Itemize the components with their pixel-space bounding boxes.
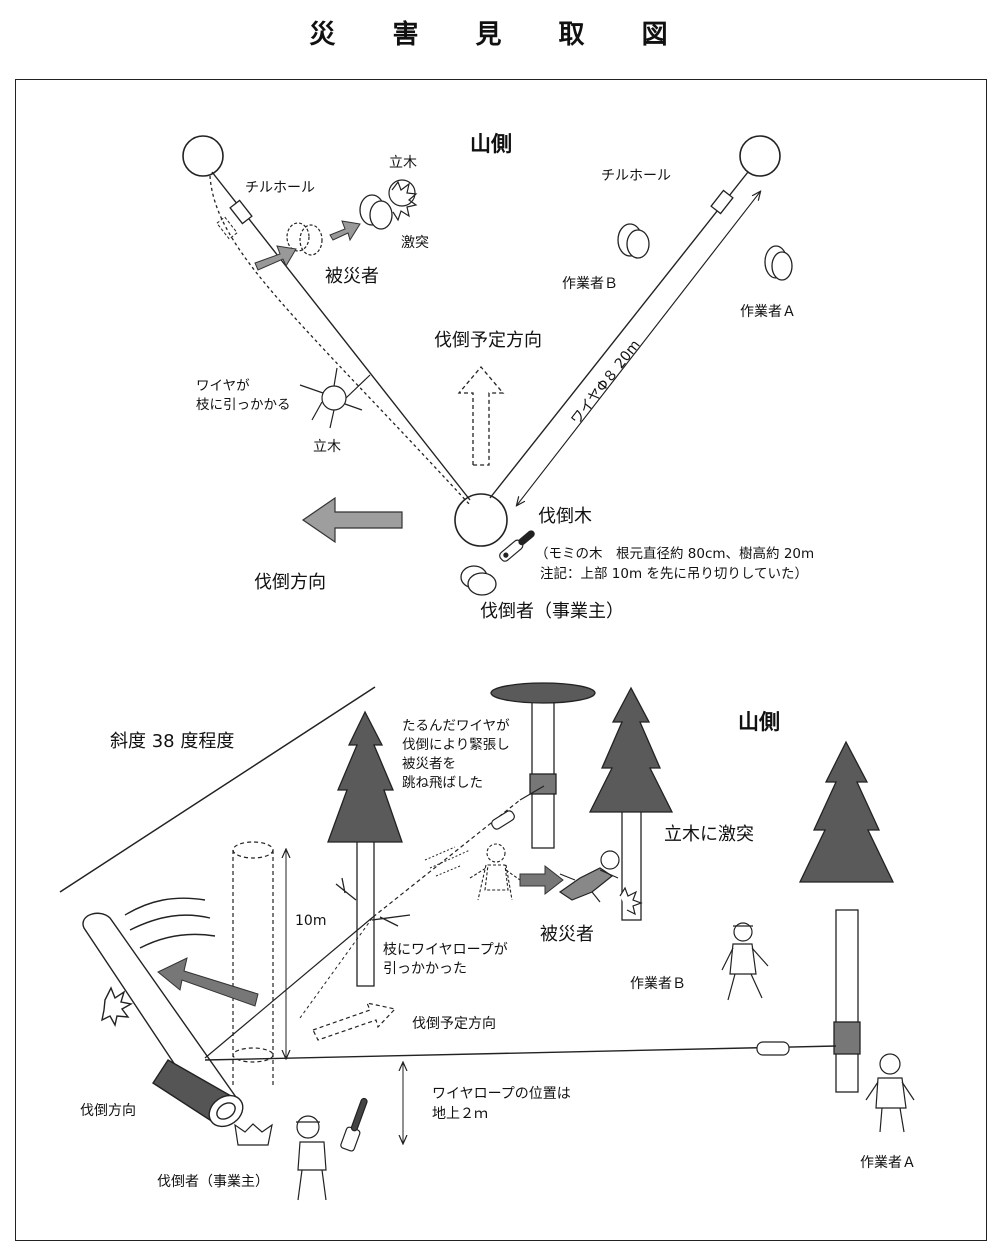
- hoist-ground-icon: [756, 1041, 790, 1056]
- hoist-upper-icon: [491, 810, 515, 830]
- slack-wire-line: [209, 175, 471, 506]
- victim-flying-icon: [558, 850, 643, 916]
- collision-burst-icon: [391, 180, 418, 222]
- chainsaw-top-icon: [499, 530, 535, 562]
- wire-right-line: [489, 171, 749, 499]
- wire-note-line-3: 被災者を: [402, 756, 456, 772]
- falling-direction-arrow-2-icon: [157, 957, 259, 1007]
- planned-direction-2-label: 伐倒予定方向: [412, 1016, 496, 1032]
- planned-direction-arrow-2-icon: [312, 1002, 397, 1041]
- victim-label: 被災者: [325, 266, 379, 287]
- planned-direction-label: 伐倒予定方向: [434, 330, 542, 351]
- conifer-tree-collision-icon: [588, 686, 674, 921]
- rope-note-line-1: ワイヤロープの位置は: [432, 1086, 571, 1102]
- wire-caught-label-1: ワイヤが: [196, 378, 250, 394]
- conifer-tree-middle-icon: [327, 710, 411, 987]
- page-title: 災 害 見 取 図: [309, 20, 692, 50]
- rope-note-line-2: 地上２ｍ: [432, 1106, 488, 1122]
- anchor-tree-left-icon: [182, 135, 224, 177]
- worker-a-2-icon: [865, 1053, 915, 1133]
- hoist-right-icon: [710, 189, 734, 215]
- branch-note-line-1: 枝にワイヤロープが: [383, 942, 508, 958]
- victim-2-label: 被災者: [540, 924, 594, 945]
- tree-note-line-2: 注記：上部 10m を先に吊り切りしていた）: [540, 566, 809, 582]
- push-arrow-2-icon: [329, 220, 361, 242]
- standing-tree-top-icon: [388, 179, 416, 207]
- hoist-left-icon: [229, 199, 253, 225]
- collision-label: 激突: [401, 235, 429, 251]
- worker-b-2-label: 作業者Ｂ: [630, 976, 686, 992]
- wire-note-line-1: たるんだワイヤが: [402, 718, 510, 734]
- wire-caught-label-2: 枝に引っかかる: [196, 397, 291, 413]
- tree-note-line-1: （モミの木 根元直径約 80cm、樹高約 20m: [535, 546, 815, 562]
- feller-2-icon: [296, 1097, 368, 1201]
- standing-tree-mid-icon: [299, 367, 371, 429]
- collision-2-label: 立木に激突: [664, 824, 754, 845]
- cut-top-section-icon: [232, 841, 274, 1085]
- victim-icon: [359, 194, 393, 230]
- standing-tree-mid-label: 立木: [313, 439, 341, 455]
- victim-ghost-2-icon: [469, 843, 521, 901]
- feller-2-label: 伐倒者（事業主）: [157, 1174, 269, 1190]
- felled-tree-icon: [454, 493, 508, 547]
- worker-b-2-icon: [721, 922, 769, 1001]
- worker-a-2-label: 作業者Ａ: [860, 1155, 916, 1171]
- victim-ghost-icon: [286, 222, 323, 256]
- felled-tree-label: 伐倒木: [538, 506, 592, 527]
- top-mountain-side-label: 山側: [470, 132, 512, 156]
- diagram-frame: [15, 79, 987, 1241]
- perspective-view: [59, 682, 915, 1201]
- planned-direction-arrow-icon: [457, 365, 505, 466]
- standing-tree-top-label: 立木: [389, 155, 417, 171]
- chainsaw-bottom-icon: [340, 1097, 368, 1152]
- wire-note-line-2: 伐倒により緊張し: [402, 737, 510, 753]
- chiru-hoist-left-label: チルホール: [245, 180, 315, 196]
- worker-a-label: 作業者Ａ: [740, 304, 796, 320]
- push-arrow-1-icon: [254, 245, 297, 271]
- wire-note-line-4: 跳ね飛ばした: [402, 775, 483, 791]
- wire-left-line: [211, 171, 471, 501]
- falling-direction-label: 伐倒方向: [254, 572, 326, 593]
- wire-rope-line: [204, 1045, 837, 1061]
- bottom-mountain-side-label: 山側: [738, 710, 780, 734]
- slope-label: 斜度 38 度程度: [110, 731, 235, 752]
- slope-line: [59, 686, 376, 893]
- worker-a-icon: [764, 245, 793, 281]
- falling-log-icon: [82, 897, 244, 1128]
- falling-direction-arrow-icon: [301, 496, 403, 544]
- chiru-hoist-right-label: チルホール: [601, 168, 671, 184]
- feller-icon: [460, 565, 497, 596]
- worker-b-label: 作業者Ｂ: [562, 276, 618, 292]
- victim-push-arrow-icon: [519, 864, 564, 896]
- plan-view: [182, 135, 793, 596]
- branch-note-line-2: 引っかかった: [383, 961, 467, 977]
- falling-direction-2-label: 伐倒方向: [80, 1103, 136, 1119]
- conifer-tree-right-icon: [798, 740, 895, 1093]
- anchor-tree-right-icon: [739, 135, 781, 177]
- stump-icon: [234, 1123, 273, 1146]
- feller-label: 伐倒者（事業主）: [480, 601, 624, 622]
- anchor-trunk-top-icon: [490, 682, 596, 849]
- height-10m-label: 10m: [295, 913, 327, 929]
- worker-b-icon: [617, 223, 650, 259]
